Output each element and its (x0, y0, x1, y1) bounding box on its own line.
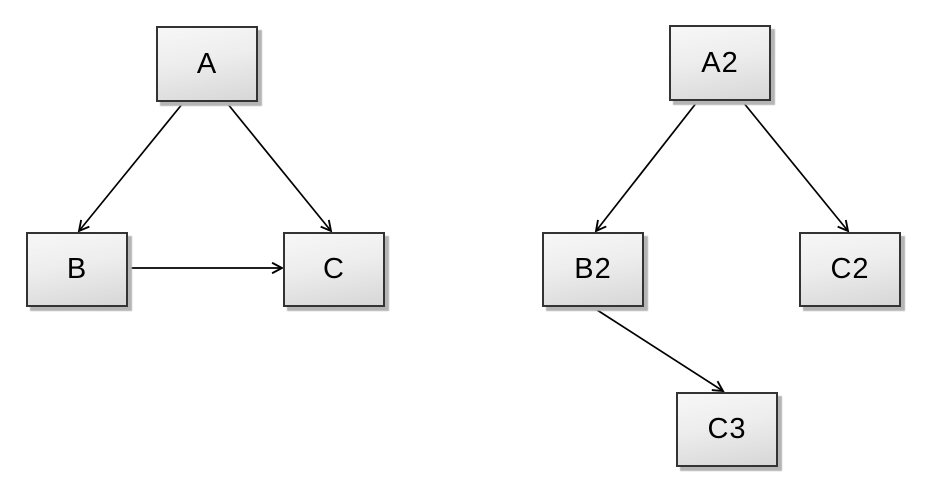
node-c3[interactable]: C3 (676, 392, 778, 467)
node-c2[interactable]: C2 (799, 232, 901, 307)
edge-A2-B2 (594, 101, 698, 233)
edge-A-C (226, 102, 333, 233)
node-a[interactable]: A (156, 26, 258, 102)
node-c2-label: C2 (830, 253, 870, 285)
edge-A2-C2 (742, 101, 850, 233)
node-b2-label: B2 (574, 253, 612, 285)
node-c3-label: C3 (707, 413, 747, 445)
node-b2[interactable]: B2 (542, 232, 644, 307)
node-c[interactable]: C (283, 232, 385, 307)
node-c-label: C (323, 253, 345, 285)
edge-A-B (77, 102, 184, 233)
node-a2[interactable]: A2 (669, 25, 771, 101)
node-a2-label: A2 (701, 46, 739, 79)
edge-B2-C3 (593, 307, 725, 393)
node-a-label: A (196, 47, 218, 80)
node-b[interactable]: B (26, 232, 128, 307)
node-b-label: B (66, 253, 88, 285)
